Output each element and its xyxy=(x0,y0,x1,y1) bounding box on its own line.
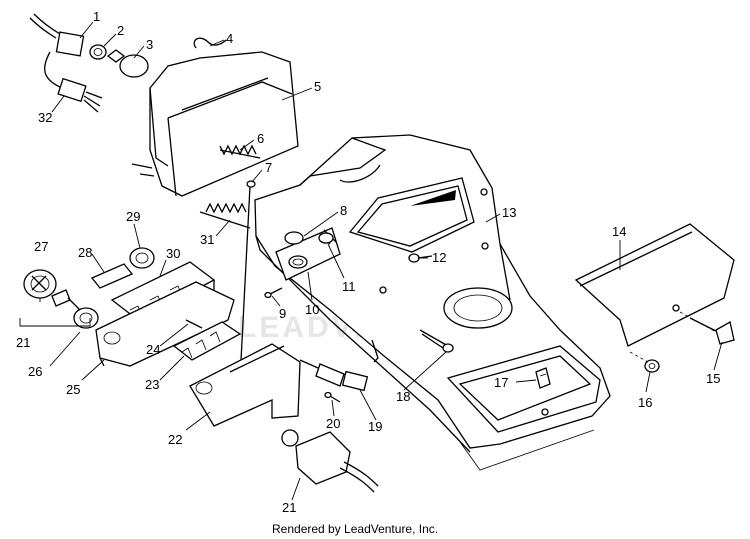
callout-17: 17 xyxy=(494,375,508,390)
callout-16: 16 xyxy=(638,395,652,410)
ignition-switch-part-21 xyxy=(281,429,379,493)
spring-part-31 xyxy=(199,202,251,229)
callout-30: 30 xyxy=(166,246,180,261)
callout-21-left: 21 xyxy=(16,335,30,350)
callout-26: 26 xyxy=(28,364,42,379)
callout-3: 3 xyxy=(146,37,153,52)
bulb-base xyxy=(106,49,126,63)
pin-part-24 xyxy=(185,319,203,329)
screw-part-20 xyxy=(324,391,341,403)
callout-28: 28 xyxy=(78,245,92,260)
bracket-part-22 xyxy=(189,343,301,427)
callout-15: 15 xyxy=(706,371,720,386)
clip-part-4 xyxy=(193,37,227,49)
callout-12: 12 xyxy=(432,250,446,265)
callout-10: 10 xyxy=(305,302,319,317)
screw-part-15 xyxy=(689,317,735,345)
connector-part-19 xyxy=(299,359,369,392)
callout-7: 7 xyxy=(265,160,272,175)
callout-19: 19 xyxy=(368,419,382,434)
callout-2: 2 xyxy=(117,23,124,38)
switch-plate-part-10 xyxy=(275,227,341,281)
callout-20: 20 xyxy=(326,416,340,431)
spring-part-6 xyxy=(219,144,261,159)
credit-line: Rendered by LeadVenture, Inc. xyxy=(272,522,438,536)
headlight-assembly xyxy=(29,13,299,197)
group-bracket-21 xyxy=(19,318,91,327)
grommet-part-8 xyxy=(284,231,304,245)
callout-21-bottom: 21 xyxy=(282,500,296,515)
cover-plate-part-14 xyxy=(574,223,735,347)
callout-9: 9 xyxy=(279,306,286,321)
clip-part-17 xyxy=(535,367,551,389)
screw-part-9 xyxy=(264,287,283,299)
callouts: 1 2 3 4 5 6 7 8 9 10 11 12 13 14 15 16 1… xyxy=(16,9,720,515)
connector-part-1 xyxy=(55,31,85,57)
bulb-part-3 xyxy=(119,54,149,78)
callout-25: 25 xyxy=(66,382,80,397)
callout-27: 27 xyxy=(34,239,48,254)
callout-29: 29 xyxy=(126,209,140,224)
hood-part-13 xyxy=(254,134,611,471)
callout-11: 11 xyxy=(342,279,356,294)
callout-5: 5 xyxy=(314,79,321,94)
callout-18: 18 xyxy=(396,389,410,404)
socket-part-2 xyxy=(89,44,107,60)
callout-1: 1 xyxy=(93,9,100,24)
callout-31: 31 xyxy=(200,232,214,247)
glare-mark xyxy=(410,190,456,206)
callout-6: 6 xyxy=(257,131,264,146)
switch-block-part-23 xyxy=(172,321,242,361)
callout-8: 8 xyxy=(340,203,347,218)
label-part-28 xyxy=(90,263,134,289)
callout-32: 32 xyxy=(38,110,52,125)
nut-part-29 xyxy=(129,247,155,269)
callout-22: 22 xyxy=(168,432,182,447)
callout-14: 14 xyxy=(612,224,626,239)
connector-part-32 xyxy=(57,77,87,103)
callout-23: 23 xyxy=(145,377,159,392)
ignition-cap-part-27 xyxy=(23,269,57,299)
panel-part-25 xyxy=(95,281,235,367)
bolt-part-18 xyxy=(419,329,454,353)
adjuster-screw-part-7 xyxy=(239,180,256,381)
callout-24: 24 xyxy=(146,342,160,357)
nut-part-16 xyxy=(644,359,660,373)
callout-4: 4 xyxy=(226,31,233,46)
leader-lines xyxy=(39,21,723,501)
key-part-26 xyxy=(51,289,99,329)
headlight-housing-part-5 xyxy=(149,51,299,197)
callout-13: 13 xyxy=(502,205,516,220)
